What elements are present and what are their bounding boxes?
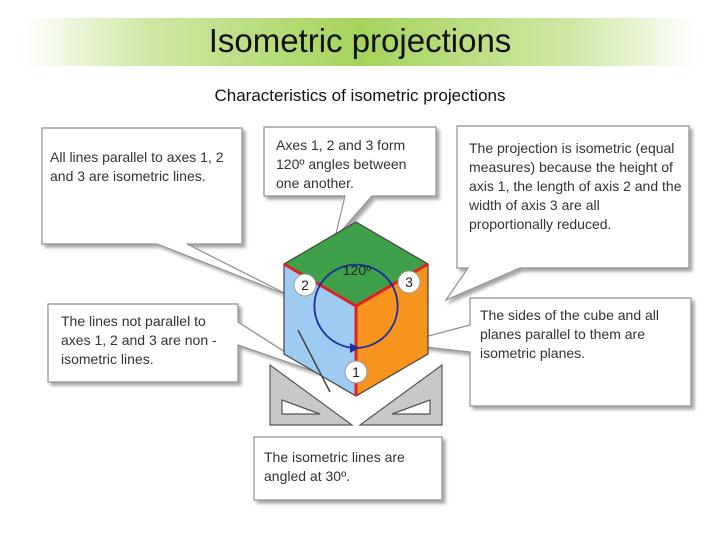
axis-3-marker xyxy=(397,270,421,294)
callout-projection-text: The projection is isometric (equal measu… xyxy=(469,140,682,232)
callout-isometric-lines xyxy=(41,127,291,297)
callout-non-isometric-text: The lines not parallel to axes 1, 2 and … xyxy=(61,313,217,367)
axis-1-marker xyxy=(344,360,368,384)
callout-axes-angles xyxy=(263,126,437,239)
page-title: Isometric projections xyxy=(208,22,512,59)
title-bar xyxy=(24,18,696,66)
callout-non-isometric xyxy=(47,303,317,383)
angle-arc-top xyxy=(319,263,393,286)
non-isometric-line xyxy=(297,329,331,393)
callout-angle30 xyxy=(253,436,443,501)
callout-projection xyxy=(444,125,690,302)
set-square-right xyxy=(358,363,443,426)
axis-2-label: 2 xyxy=(301,277,309,293)
callout-axes-angles-text: Axes 1, 2 and 3 form 120º angles between… xyxy=(276,137,407,191)
axis-1-label: 1 xyxy=(352,364,360,380)
angle-arc-right xyxy=(355,284,399,349)
angle-arc-left xyxy=(313,284,357,349)
callout-isometric-lines-text: All lines parallel to axes 1, 2 and 3 ar… xyxy=(50,149,224,184)
axis-3-label: 3 xyxy=(405,274,413,290)
callout-planes-text: The sides of the cube and all planes par… xyxy=(480,307,660,361)
page-subtitle: Characteristics of isometric projections xyxy=(214,86,506,105)
axis-2-marker xyxy=(293,273,317,297)
callout-angle30-text: The isometric lines are angled at 30º. xyxy=(264,449,405,484)
callout-planes xyxy=(397,297,692,407)
arc-arrowhead xyxy=(350,343,359,353)
set-square-left xyxy=(269,363,354,426)
angle-120-label: 120º xyxy=(343,262,371,278)
